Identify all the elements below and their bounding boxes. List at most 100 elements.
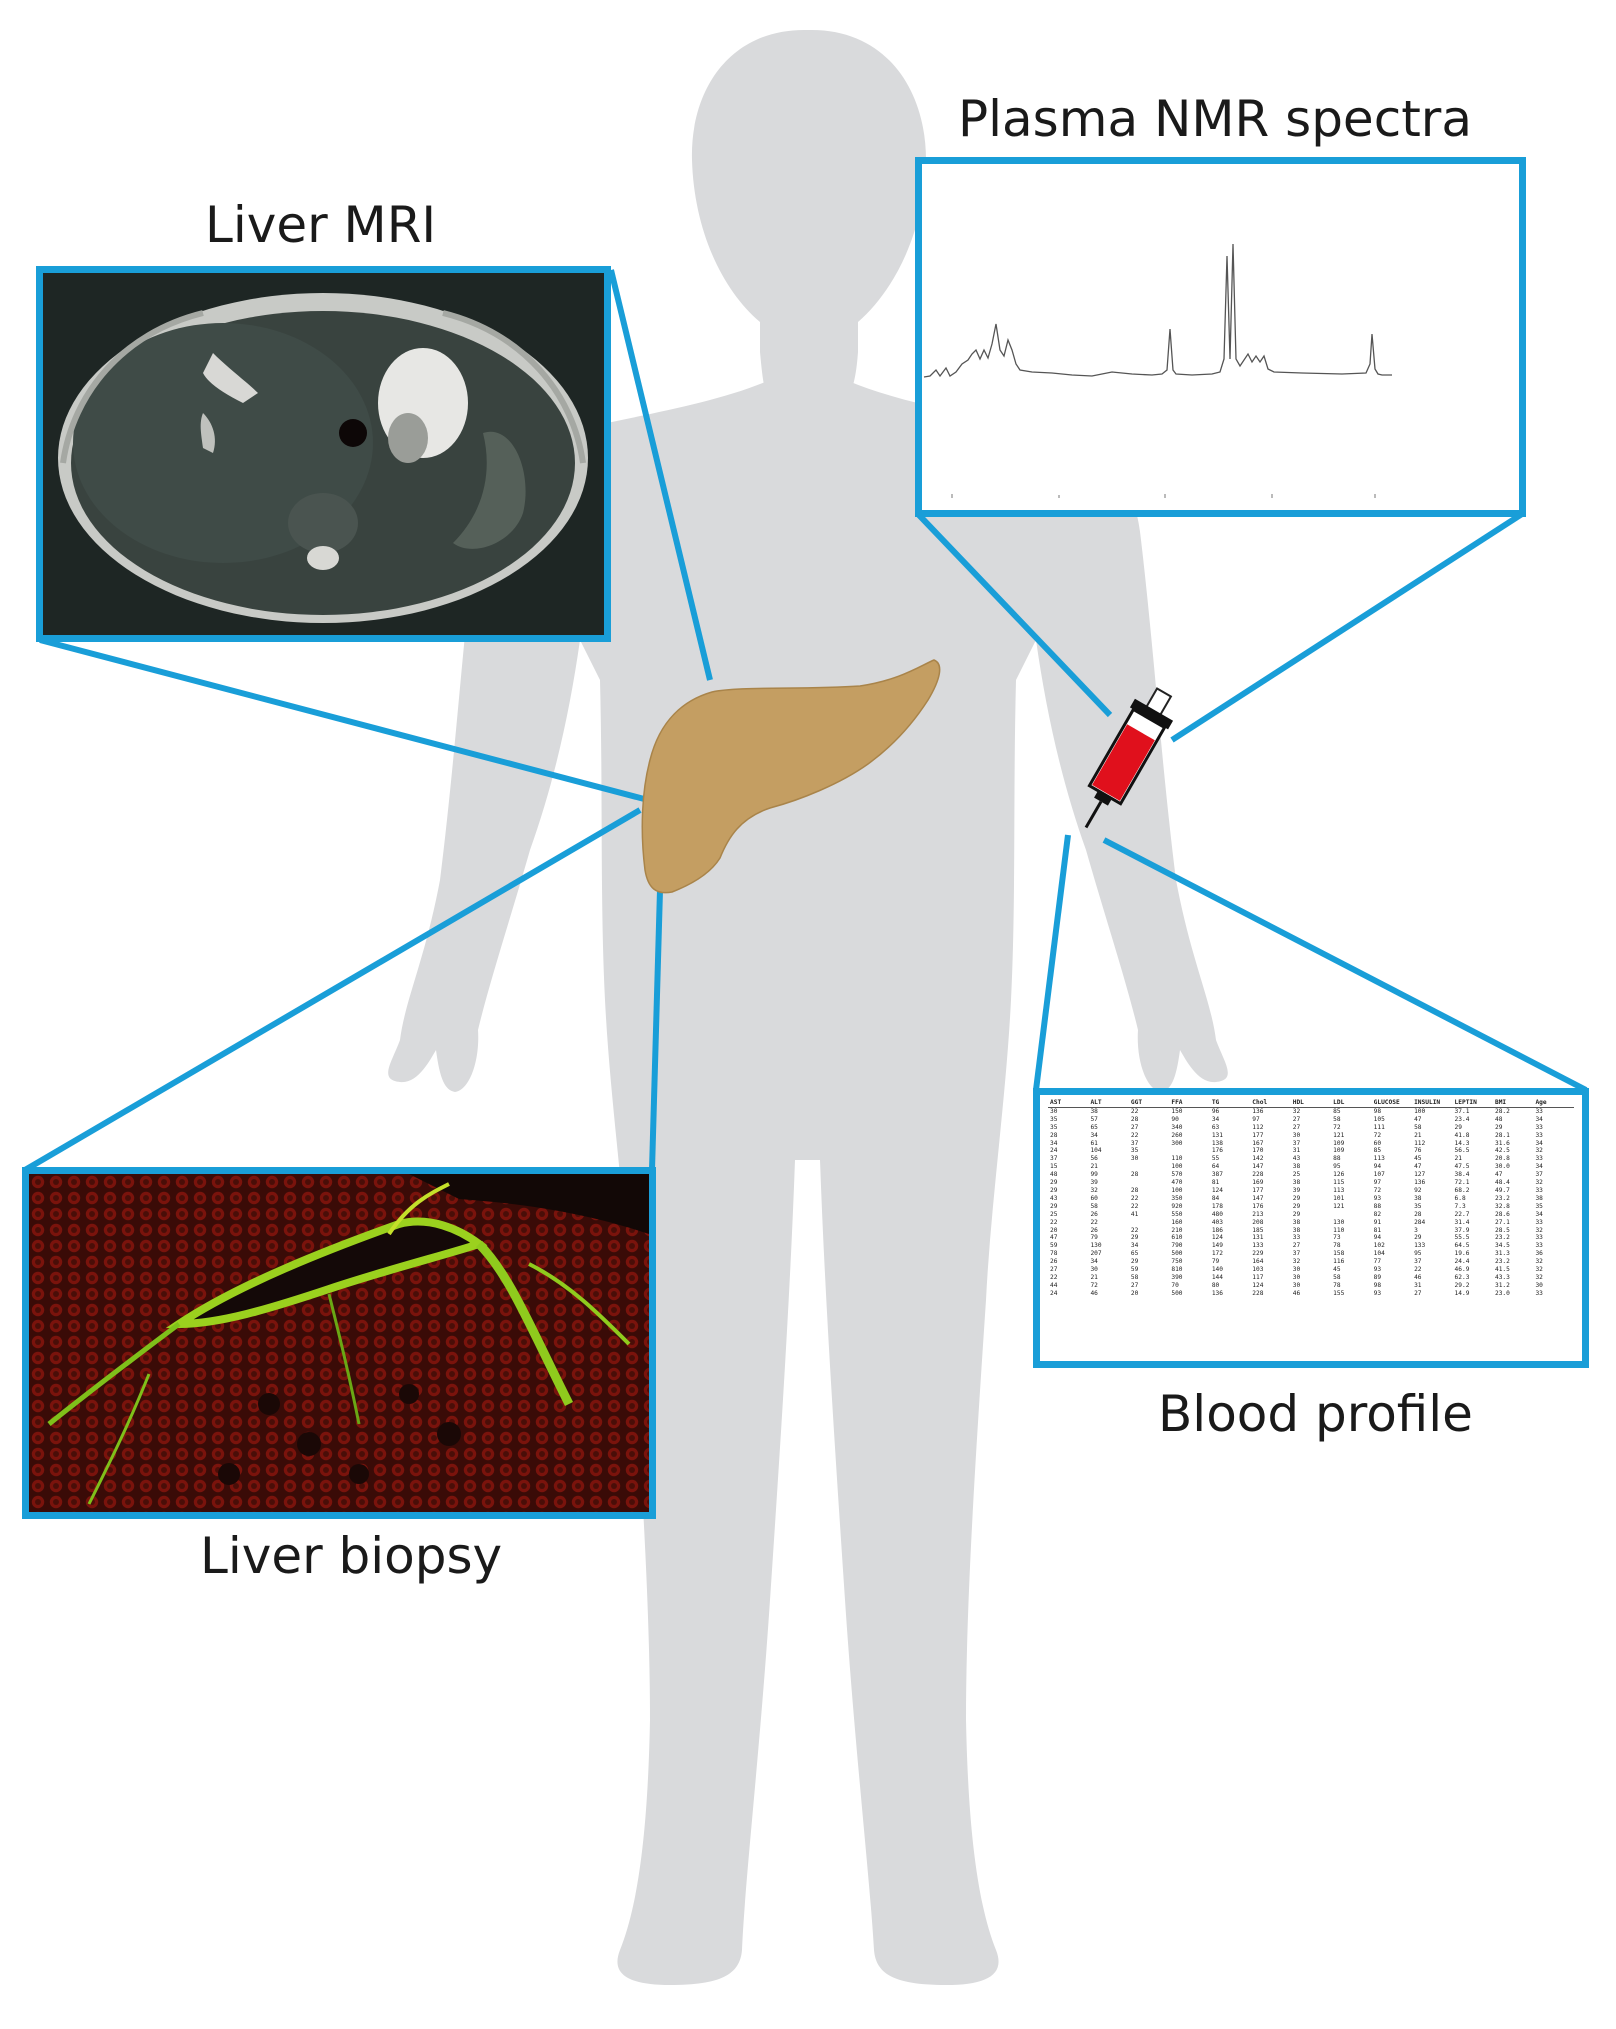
blood-table-cell: 30	[1292, 1273, 1301, 1281]
blood-table-cell: 70	[1171, 1281, 1179, 1289]
blood-table-cell: 28	[1130, 1186, 1139, 1194]
blood-table-cell: 85	[1373, 1147, 1382, 1155]
blood-table-cell: 37	[1535, 1171, 1543, 1179]
blood-table-cell: 7.3	[1454, 1202, 1466, 1210]
blood-table-cell: 31	[1414, 1281, 1422, 1289]
blood-table-cell: 47.5	[1454, 1163, 1470, 1171]
blood-table-cell: 340	[1171, 1123, 1183, 1131]
blood-table-cell: 14.3	[1454, 1139, 1470, 1147]
blood-table-cell: 32	[1292, 1258, 1301, 1266]
blood-table-cell: 176	[1252, 1202, 1264, 1210]
blood-table-cell: 31.2	[1494, 1281, 1510, 1289]
blood-table-cell: 37	[1292, 1139, 1301, 1147]
blood-table-cell: 20	[1130, 1289, 1139, 1297]
blood-table-header-cell: LDL	[1331, 1099, 1372, 1108]
blood-table-cell: 32	[1535, 1179, 1543, 1187]
blood-table-cell: 121	[1333, 1202, 1345, 1210]
blood-table-cell: 34	[1090, 1131, 1098, 1139]
blood-table-cell: 73	[1333, 1234, 1341, 1242]
blood-table-cell: 59	[1130, 1266, 1139, 1274]
blood-table-cell: 32	[1535, 1147, 1543, 1155]
blood-table-cell: 121	[1333, 1131, 1345, 1139]
blood-table-cell: 110	[1333, 1226, 1345, 1234]
blood-table-cell: 170	[1252, 1147, 1264, 1155]
blood-table-cell: 150	[1171, 1107, 1183, 1115]
blood-table-cell: 100	[1171, 1186, 1183, 1194]
blood-table-cell: 46	[1292, 1289, 1301, 1297]
blood-connector-left	[1033, 834, 1071, 1091]
blood-table-cell: 24.4	[1454, 1258, 1470, 1266]
blood-table-cell: 22.7	[1454, 1210, 1470, 1218]
blood-table-cell: 140	[1211, 1266, 1223, 1274]
blood-table-cell: 37.9	[1454, 1226, 1470, 1234]
blood-table-cell: 29	[1130, 1258, 1139, 1266]
blood-table-cell: 34	[1050, 1139, 1058, 1147]
blood-table-cell: 93	[1373, 1289, 1382, 1297]
blood-table-cell	[1129, 1163, 1169, 1171]
mri-connector-top	[608, 269, 713, 681]
blood-table-cell: 32	[1292, 1107, 1301, 1115]
blood-table-cell: 27	[1130, 1281, 1139, 1289]
blood-table-cell: 38	[1414, 1194, 1422, 1202]
blood-table-cell: 43	[1292, 1155, 1301, 1163]
blood-table-header-cell: INSULIN	[1412, 1099, 1453, 1108]
blood-table-cell: 84	[1211, 1194, 1220, 1202]
blood-table-cell: 55	[1211, 1155, 1220, 1163]
blood-table-cell: 46	[1090, 1289, 1098, 1297]
liver-mri-label: Liver MRI	[205, 196, 437, 254]
blood-table-cell: 149	[1211, 1242, 1223, 1250]
blood-table-cell: 284	[1414, 1218, 1426, 1226]
blood-table-cell: 64.5	[1454, 1242, 1470, 1250]
blood-table-cell: 164	[1252, 1258, 1264, 1266]
blood-table-cell: 23.2	[1494, 1194, 1510, 1202]
blood-table-cell: 46	[1414, 1273, 1422, 1281]
blood-table-cell: 113	[1333, 1186, 1345, 1194]
blood-table-cell: 27	[1292, 1115, 1301, 1123]
blood-table-cell: 30	[1292, 1281, 1301, 1289]
blood-table-cell: 133	[1414, 1242, 1426, 1250]
blood-table-cell: 61	[1090, 1139, 1098, 1147]
blood-table-cell: 94	[1373, 1234, 1382, 1242]
blood-table-cell: 88	[1333, 1155, 1341, 1163]
blood-table-cell: 750	[1171, 1258, 1183, 1266]
blood-table-cell: 28.5	[1494, 1226, 1510, 1234]
blood-table-cell: 130	[1333, 1218, 1345, 1226]
blood-table-cell: 56	[1090, 1155, 1098, 1163]
blood-table-cell: 82	[1373, 1210, 1382, 1218]
blood-table-cell: 41.8	[1454, 1131, 1470, 1139]
plasma-nmr-panel	[915, 157, 1526, 517]
blood-table-cell: 27	[1414, 1289, 1422, 1297]
blood-table-cell: 26	[1090, 1226, 1098, 1234]
blood-table-cell: 208	[1252, 1218, 1264, 1226]
blood-table-cell: 39	[1292, 1186, 1301, 1194]
mri-image	[43, 273, 604, 635]
blood-table-cell: 34	[1130, 1242, 1139, 1250]
liver-mri-panel	[36, 266, 611, 642]
blood-table-cell: 35	[1050, 1123, 1058, 1131]
blood-table-cell: 93	[1373, 1266, 1382, 1274]
blood-table-cell: 31.4	[1454, 1218, 1470, 1226]
blood-table-cell	[1129, 1219, 1169, 1227]
blood-table-cell: 46.9	[1454, 1266, 1470, 1274]
blood-table-cell: 28	[1414, 1210, 1422, 1218]
blood-table-cell: 36	[1535, 1250, 1543, 1258]
blood-table-cell: 31.6	[1494, 1139, 1510, 1147]
blood-table-cell: 26	[1090, 1210, 1098, 1218]
blood-table-header-cell: Chol	[1250, 1099, 1291, 1108]
blood-table-cell: 97	[1373, 1179, 1382, 1187]
blood-table-cell: 32	[1090, 1186, 1098, 1194]
blood-table-cell: 58	[1333, 1273, 1341, 1281]
blood-table-cell: 28.6	[1494, 1210, 1510, 1218]
blood-table-header-cell: GGT	[1128, 1099, 1170, 1108]
blood-table-cell: 176	[1211, 1147, 1223, 1155]
